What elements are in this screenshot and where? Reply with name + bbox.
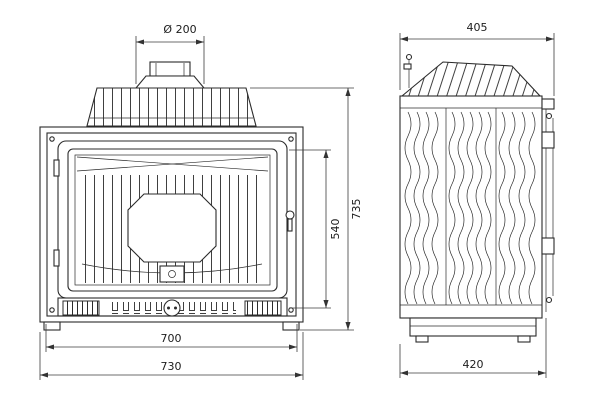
foot-left <box>43 321 61 331</box>
side-view <box>399 53 555 343</box>
rear-bracket-top <box>541 98 555 110</box>
rear-bracket-lower <box>541 237 555 255</box>
side-top-depth-label: 405 <box>467 21 488 34</box>
side-foot-rear <box>517 335 531 343</box>
door-height-label: 540 <box>329 219 342 240</box>
damper-knob <box>163 299 181 317</box>
hinge-bottom <box>53 249 60 267</box>
corner-bolt <box>288 307 294 313</box>
air-control-dot <box>168 270 176 278</box>
corner-bolt <box>49 307 55 313</box>
front-hood <box>86 87 257 127</box>
vent-grille-right <box>244 300 282 316</box>
side-base-depth-label: 420 <box>463 358 484 371</box>
corner-bolt <box>288 136 294 142</box>
rear-bolt <box>545 296 553 304</box>
flue-flange <box>134 75 206 89</box>
door-handle <box>285 210 295 220</box>
dim-side-top-depth: 405 <box>399 21 555 96</box>
side-base <box>409 317 537 343</box>
damper-rod-knob <box>405 53 413 61</box>
vent-grille-left <box>62 300 100 316</box>
flue-diameter-label: Ø 200 <box>163 23 196 36</box>
glass-pane <box>74 154 271 286</box>
base-plinth <box>409 317 537 337</box>
door-handle-lever <box>287 218 293 232</box>
dim-flue-diameter: Ø 200 <box>135 23 205 84</box>
front-hood-plate <box>86 87 257 127</box>
rear-mounting-strip <box>541 98 555 312</box>
glass-frame <box>67 148 278 292</box>
side-body <box>399 95 543 319</box>
deflector-line <box>76 156 269 172</box>
foot-right <box>282 321 300 331</box>
flue-collar <box>134 61 206 89</box>
rear-bracket-upper <box>541 131 555 149</box>
door-glass-detail <box>76 156 269 283</box>
corner-bolt <box>49 136 55 142</box>
hinge-top <box>53 159 60 177</box>
dim-overall-height: 735 <box>250 87 363 331</box>
overall-width-label: 730 <box>161 360 182 373</box>
baffle-octagon <box>127 193 217 263</box>
dim-door-height: 540 <box>289 149 342 309</box>
front-bottom-panel <box>57 297 288 317</box>
rear-bolt <box>545 112 553 120</box>
air-control-box <box>159 265 185 283</box>
firebox-width-label: 700 <box>161 332 182 345</box>
front-view <box>39 61 304 331</box>
door-hardware <box>43 136 300 331</box>
overall-height-label: 735 <box>350 199 363 220</box>
damper-rod <box>403 53 413 88</box>
side-hood <box>400 61 542 97</box>
dim-side-base-depth: 420 <box>399 318 547 378</box>
dim-overall-width: 730 <box>39 332 304 380</box>
dim-firebox-width: 700 <box>45 324 298 352</box>
side-foot-front <box>415 335 429 343</box>
